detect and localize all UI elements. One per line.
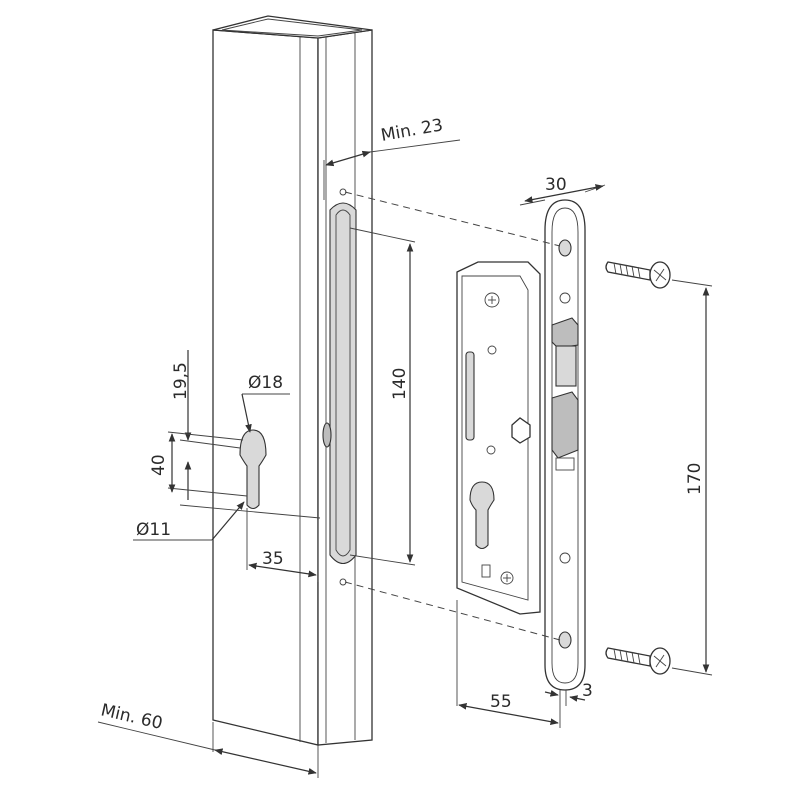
dim-140-label: 140 (390, 368, 410, 400)
dim-19-5: 19,5 (171, 350, 241, 500)
screw-top (605, 261, 671, 289)
dim-170-label: 170 (685, 463, 705, 495)
dim-3-label: 3 (582, 681, 593, 701)
dim-min60-label: Min. 60 (99, 700, 165, 734)
dim-30-label: 30 (545, 175, 567, 195)
dim-140: 140 (349, 227, 416, 566)
dim-d11: Ø11 (133, 501, 321, 541)
dim-d18: Ø18 (241, 373, 290, 433)
dim-19-5-label: 19,5 (171, 362, 191, 400)
dim-3: 3 (544, 681, 593, 706)
dim-35-label: 35 (262, 549, 284, 569)
screw-bottom (605, 647, 671, 675)
dim-55: 55 (456, 600, 561, 728)
dim-55-label: 55 (490, 692, 512, 712)
dim-40: 40 (149, 431, 248, 497)
mortise-slot (322, 188, 357, 586)
dim-d11-label: Ø11 (136, 520, 171, 540)
dim-min23-label: Min. 23 (379, 115, 444, 146)
cylinder-keyhole (239, 429, 267, 510)
dim-d18-label: Ø18 (248, 373, 283, 393)
dim-40-label: 40 (149, 454, 169, 476)
dim-35: 35 (246, 508, 319, 582)
alignment-lines (344, 191, 561, 641)
mortise-lock (456, 199, 586, 691)
dim-170: 170 (671, 279, 713, 676)
dim-30: 30 (519, 175, 606, 206)
